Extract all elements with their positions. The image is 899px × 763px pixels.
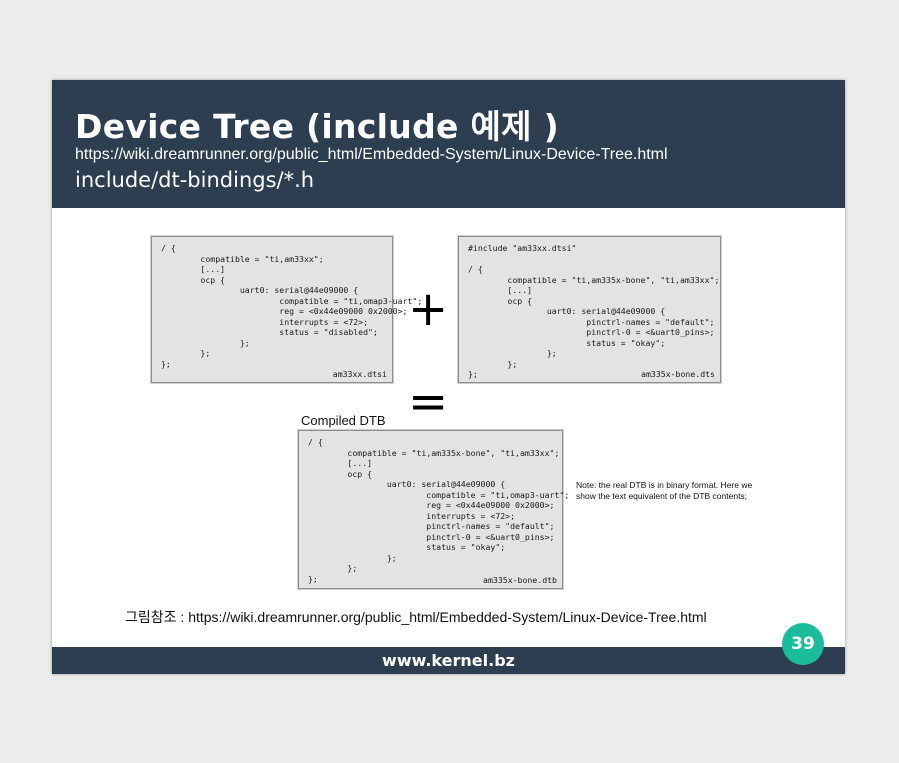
code-box-am335x-bone-dts: #include "am33xx.dtsi" / { compatible = … — [458, 236, 721, 383]
slide: Device Tree (include 예제 ) https://wiki.d… — [52, 80, 845, 674]
slide-footer: www.kernel.bz — [52, 647, 845, 674]
code-am335x-bone-dts: #include "am33xx.dtsi" / { compatible = … — [468, 243, 720, 379]
equals-sign: = — [408, 374, 449, 430]
filename-am335x-bone-dts: am335x-bone.dts — [641, 369, 715, 379]
code-am335x-bone-dtb: / { compatible = "ti,am335x-bone", "ti,a… — [308, 437, 570, 584]
slide-header: Device Tree (include 예제 ) https://wiki.d… — [52, 80, 845, 208]
page-number-badge: 39 — [782, 623, 824, 665]
code-box-am33xx-dtsi: / { compatible = "ti,am33xx"; [...] ocp … — [151, 236, 422, 383]
reference-url: https://wiki.dreamrunner.org/public_html… — [75, 146, 668, 163]
filename-am335x-bone-dtb: am335x-bone.dtb — [483, 575, 557, 585]
footer-site: www.kernel.bz — [382, 651, 515, 670]
slide-subtitle: include/dt-bindings/*.h — [75, 168, 315, 192]
binary-format-note: Note: the real DTB is in binary format. … — [576, 480, 753, 501]
filename-am33xx-dtsi: am33xx.dtsi — [332, 369, 387, 379]
code-am33xx-dtsi: / { compatible = "ti,am33xx"; [...] ocp … — [161, 243, 423, 369]
code-box-am335x-bone-dtb: / { compatible = "ti,am335x-bone", "ti,a… — [298, 430, 569, 589]
compiled-dtb-label: Compiled DTB — [301, 413, 386, 428]
plus-sign: + — [408, 281, 449, 337]
figure-caption: 그림참조 : https://wiki.dreamrunner.org/publ… — [125, 609, 707, 625]
slide-title: Device Tree (include 예제 ) — [75, 107, 559, 146]
